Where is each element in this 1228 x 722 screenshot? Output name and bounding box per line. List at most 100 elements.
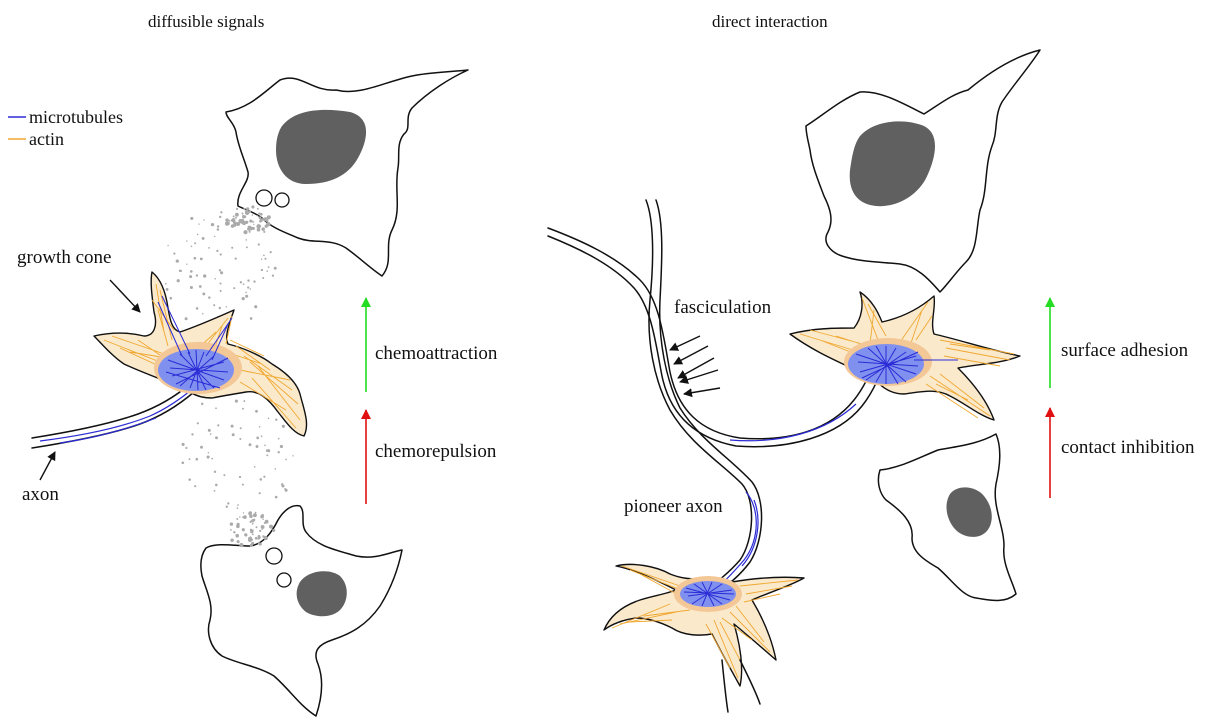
signal-particle (263, 231, 265, 233)
signal-particle (253, 224, 254, 225)
signal-particle (272, 274, 274, 276)
signal-particle (246, 246, 248, 248)
repelling-cell-vesicle (277, 573, 291, 587)
signal-particle (268, 418, 270, 420)
signal-particle (275, 496, 278, 499)
signal-particle (230, 538, 233, 541)
signal-particle (215, 436, 218, 439)
signal-particle (213, 304, 215, 306)
signal-particle (261, 269, 263, 271)
repelling-cell-nucleus (297, 571, 347, 616)
signal-particle (292, 455, 293, 456)
signal-particle (242, 484, 244, 486)
signal-particle (236, 518, 238, 520)
signal-particle (261, 525, 265, 529)
signal-particle (248, 538, 252, 542)
signal-particle (214, 471, 216, 473)
signal-particle (165, 283, 167, 285)
signal-particle (219, 269, 221, 271)
signal-particle (239, 438, 241, 440)
signal-particle (235, 258, 237, 260)
heading-direct-interaction: direct interaction (712, 12, 828, 31)
label-fasciculation: fasciculation (674, 297, 772, 318)
repelling-cell-vesicle (266, 548, 282, 564)
signal-particle (255, 537, 258, 540)
signal-particle (260, 478, 263, 481)
signal-particle (261, 435, 263, 437)
signal-particle (250, 529, 252, 531)
signal-particle (233, 223, 237, 227)
signal-particle (223, 474, 225, 476)
signal-particle (197, 422, 199, 424)
legend-label-actin: actin (29, 129, 64, 149)
signal-particle (201, 403, 203, 405)
signal-particle (243, 230, 247, 234)
signal-particle (232, 433, 235, 436)
signal-particle (198, 223, 199, 224)
signal-particle (266, 454, 268, 456)
signal-particle (278, 451, 280, 453)
signal-particle (262, 528, 264, 530)
signal-particle (256, 437, 259, 440)
signal-particle (252, 221, 254, 223)
signal-particle (232, 220, 234, 222)
signal-particle (256, 445, 259, 448)
signal-particle (188, 478, 191, 481)
signal-particle (259, 426, 261, 428)
signal-particle (272, 529, 275, 532)
signal-particle (254, 466, 256, 468)
signal-particle (202, 237, 205, 240)
signal-particle (220, 253, 222, 255)
signal-particle (242, 213, 244, 215)
signal-particle (249, 219, 252, 222)
signal-particle (266, 270, 268, 272)
signal-particle (275, 468, 277, 470)
signal-particle (194, 242, 196, 244)
signal-particle (214, 236, 215, 237)
signal-particle (230, 522, 233, 525)
signal-particle (245, 292, 247, 294)
label-chemorepulsion: chemorepulsion (375, 441, 497, 462)
signal-particle (243, 530, 245, 532)
signal-particle (233, 215, 235, 217)
signal-particle (220, 290, 222, 292)
signal-particle (253, 513, 257, 517)
signal-particle (173, 253, 175, 255)
signal-particle (240, 281, 242, 283)
axon-pointer (40, 452, 55, 480)
left-axon-microtubules (40, 386, 196, 443)
signal-particle (200, 446, 203, 449)
signal-particle (250, 536, 252, 538)
signal-particle (186, 240, 188, 242)
signal-particle (235, 213, 239, 217)
signal-particle (236, 524, 240, 528)
signal-particle (215, 407, 217, 409)
signal-particle (252, 529, 253, 530)
signal-particle (208, 247, 210, 249)
signal-particle (220, 211, 222, 213)
signal-particle (214, 278, 216, 280)
attracting-cell-vesicle (275, 193, 289, 207)
signal-particle (245, 239, 247, 241)
signal-particle (252, 533, 254, 535)
signal-particle (219, 307, 221, 309)
signal-particle (249, 443, 252, 446)
signal-particle (266, 225, 268, 227)
signal-particle (249, 288, 251, 290)
signal-particle (261, 227, 265, 231)
signal-particle (191, 246, 193, 248)
signal-particle (177, 279, 180, 282)
signal-particle (216, 250, 218, 252)
signal-particle (251, 542, 254, 545)
signal-particle (259, 492, 261, 494)
signal-particle (231, 425, 234, 428)
signal-particle (229, 220, 231, 222)
signal-particle (242, 516, 244, 518)
repelling-cell (201, 506, 402, 716)
signal-particle (248, 226, 252, 230)
signal-particle (275, 419, 277, 421)
signal-particle (282, 425, 285, 428)
signal-particle (240, 427, 242, 429)
signal-particle (233, 287, 235, 289)
